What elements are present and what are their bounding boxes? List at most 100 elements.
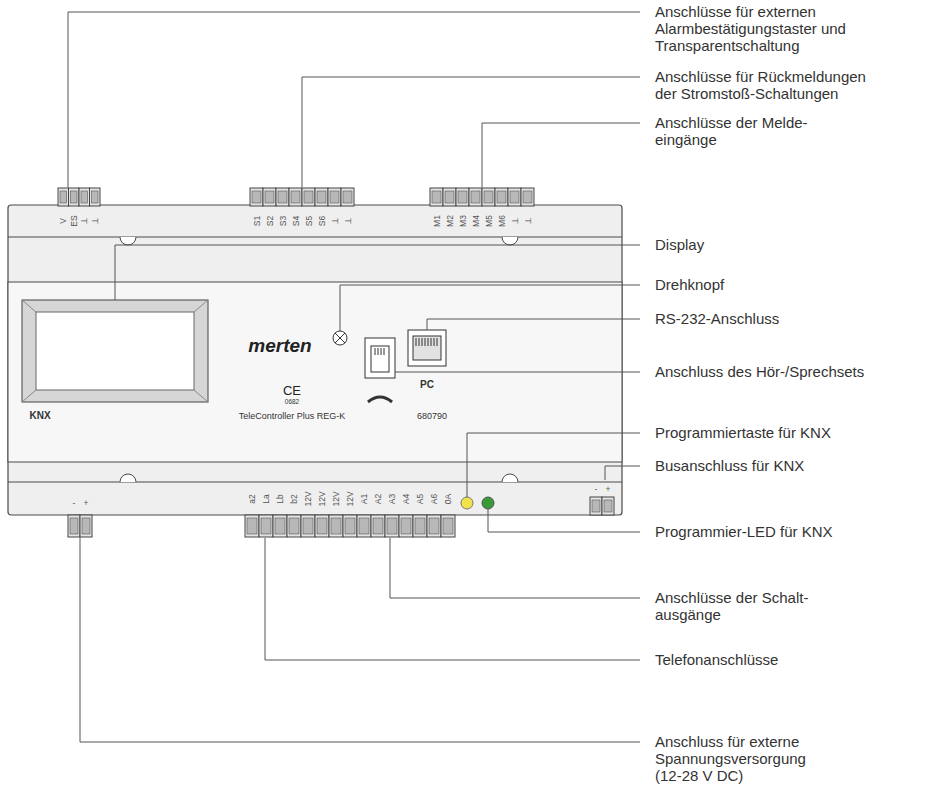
leader-lines [68, 12, 640, 742]
terminal [58, 188, 69, 206]
callout-label: Busanschluss für KNX [655, 457, 915, 474]
terminal [329, 515, 343, 537]
pin-label: 0A [444, 494, 453, 504]
pin-label: b2 [290, 494, 299, 503]
pin-label: La [262, 494, 271, 503]
terminal-screw [458, 191, 467, 203]
pin-label: - [595, 485, 598, 494]
terminal [259, 515, 273, 537]
brand-name: merten [248, 336, 311, 355]
terminal [343, 515, 357, 537]
terminal-screw [510, 191, 519, 203]
pin-label: A3 [388, 494, 397, 504]
pin-label: M4 [471, 215, 480, 227]
leds [461, 497, 494, 509]
terminal [385, 515, 399, 537]
terminal-screw [401, 518, 411, 534]
terminal-screw [343, 191, 352, 203]
terminal [287, 515, 301, 537]
terminal-screw [443, 518, 453, 534]
callout-label: Display [655, 236, 885, 253]
product-name: TeleController Plus REG-K [239, 412, 346, 421]
terminal [79, 188, 90, 206]
terminal-screw [71, 191, 78, 203]
terminal [508, 188, 521, 206]
pin-label: + [606, 485, 611, 494]
terminal [301, 515, 315, 537]
terminal-screw [373, 518, 383, 534]
terminal [68, 515, 80, 537]
terminal [315, 515, 329, 537]
terminal [430, 188, 443, 206]
pin-label: S5 [304, 216, 313, 226]
terminal [328, 188, 341, 206]
pin-label: ⊥ [510, 217, 519, 224]
pin-label: A4 [402, 494, 411, 504]
terminal-screw [330, 191, 339, 203]
handset-jack [365, 338, 395, 402]
callout-label: Anschlüsse für Rückmeldungen der Stromst… [655, 68, 885, 102]
terminal [341, 188, 354, 206]
pin-label: S4 [291, 216, 300, 226]
callout-label: Programmiertaste für KNX [655, 424, 915, 441]
display [22, 300, 208, 402]
terminal-screw [471, 191, 480, 203]
terminal [482, 188, 495, 206]
terminal-screw [331, 518, 341, 534]
pin-label: A5 [416, 494, 425, 504]
terminal [441, 515, 455, 537]
terminal [399, 515, 413, 537]
terminal-screw [484, 191, 493, 203]
terminal-screw [81, 191, 88, 203]
terminal-screw [445, 191, 454, 203]
pin-label: A2 [374, 494, 383, 504]
terminal-screw [303, 518, 313, 534]
terminal-screw [592, 500, 600, 512]
pin-label: M2 [445, 215, 454, 227]
terminal-screw [497, 191, 506, 203]
callout-label: RS-232-Anschluss [655, 310, 885, 327]
callout-label: Anschlüsse für externen Alarmbestätigung… [655, 3, 885, 54]
article-number: 680790 [417, 412, 447, 421]
terminal [315, 188, 328, 206]
pin-label: ES [70, 215, 79, 226]
terminal [521, 188, 534, 206]
terminal-screw [345, 518, 355, 534]
terminal [357, 515, 371, 537]
terminal [245, 515, 259, 537]
housing [8, 205, 622, 515]
pin-label: ⊥ [91, 217, 100, 224]
terminal [427, 515, 441, 537]
terminal [443, 188, 456, 206]
terminal [302, 188, 315, 206]
terminal-screw [92, 191, 99, 203]
terminal [289, 188, 302, 206]
terminal-screw [247, 518, 257, 534]
pin-label: a2 [248, 494, 257, 503]
terminal [276, 188, 289, 206]
terminal [263, 188, 276, 206]
terminal-screw [278, 191, 287, 203]
callout-label: Programmier-LED für KNX [655, 523, 915, 540]
terminal-screw [60, 191, 67, 203]
pin-label: Lb [276, 494, 285, 503]
pin-label: M1 [432, 215, 441, 227]
notified-body-number: 0682 [285, 399, 299, 406]
terminal [495, 188, 508, 206]
terminal [602, 497, 614, 515]
terminal-screw [415, 518, 425, 534]
terminal-screw [387, 518, 397, 534]
pin-label: V [59, 218, 68, 224]
pin-label: ⊥ [343, 217, 352, 224]
callout-label: Anschlüsse der Schalt- ausgänge [655, 589, 825, 623]
pin-label: S2 [265, 216, 274, 226]
terminal-screw [317, 191, 326, 203]
knx-logo: KNX [29, 411, 50, 421]
terminal-screw [432, 191, 441, 203]
terminal-screw [70, 518, 78, 534]
terminal-screw [265, 191, 274, 203]
pin-label: ⊥ [80, 217, 89, 224]
terminal-screw [291, 191, 300, 203]
pin-label: M3 [458, 215, 467, 227]
terminal [456, 188, 469, 206]
